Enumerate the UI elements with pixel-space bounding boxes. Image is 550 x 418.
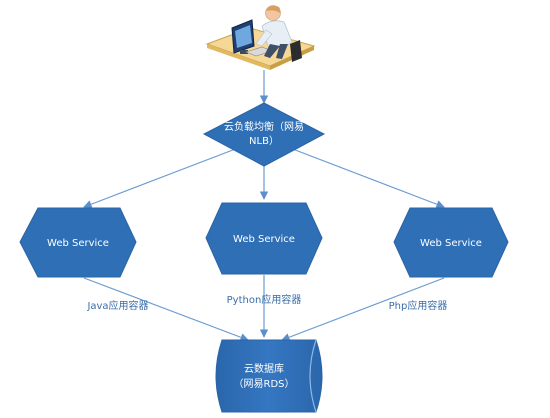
edge-lb-to-ws-left [83,147,239,209]
database-label-line2: （网易RDS） [234,378,295,390]
web-service-shape [393,207,509,278]
load-balancer-label-line1: 云负载均衡（网易 [224,120,304,133]
web-service-middle-node: Web Service [205,202,323,275]
database-label-line1: 云数据库 [244,362,284,375]
web-service-left-node: Web Service [19,207,137,278]
database-node: 云数据库 （网易RDS） [215,339,323,413]
edge-lb-to-ws-right [289,147,445,209]
web-service-label: Web Service [233,234,295,245]
edge-ws-left-to-db [83,277,249,342]
web-service-label: Web Service [47,238,109,249]
web-service-right-node: Web Service [393,207,509,278]
database-shape-edge [309,339,317,413]
web-service-shape [205,202,323,275]
user-at-computer-icon [205,5,316,70]
container-label-python: Python应用容器 [227,293,302,306]
load-balancer-node: 云负载均衡（网易 NLB） [202,102,326,167]
edges [83,70,445,342]
web-service-shape [19,207,137,278]
load-balancer-shape [202,102,326,167]
database-shape [215,339,323,413]
container-label-java: Java应用容器 [86,299,148,312]
load-balancer-label-line2: NLB） [249,135,279,147]
container-label-php: Php应用容器 [389,299,448,312]
edge-ws-right-to-db [281,277,445,342]
web-service-label: Web Service [420,238,482,249]
